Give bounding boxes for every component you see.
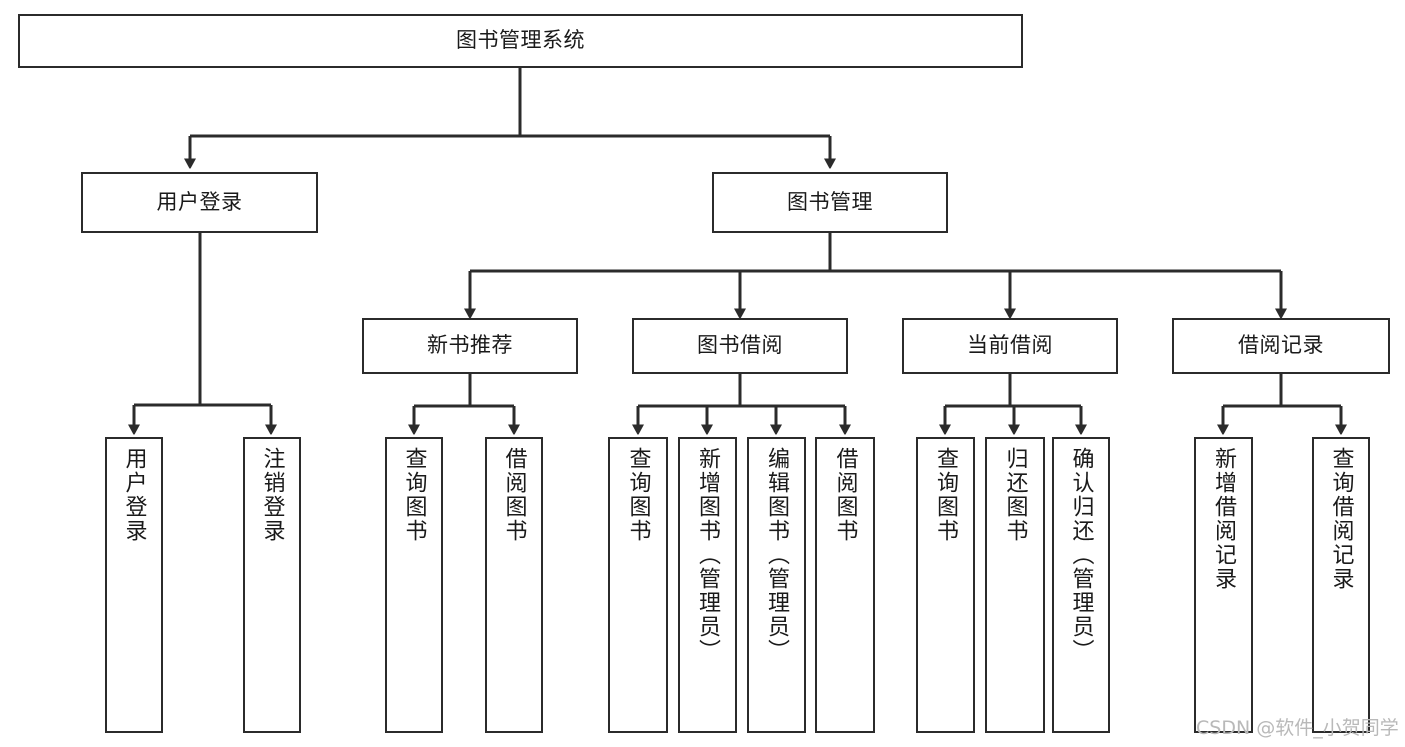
leaf-add-borrow-record-label: 新增借阅记录	[1211, 447, 1237, 591]
leaf-search-borrow-record-label: 查询借阅记录	[1328, 447, 1354, 591]
node-user-login[interactable]: 用户登录	[81, 172, 318, 233]
node-new-book-recommend-label: 新书推荐	[427, 333, 513, 358]
leaf-search-book-new-label: 查询图书	[401, 447, 427, 543]
leaf-add-borrow-record[interactable]: 新增借阅记录	[1194, 437, 1253, 733]
leaf-logout-label: 注销登录	[259, 447, 285, 543]
watermark-text: CSDN @软件_小贺同学	[1196, 717, 1399, 739]
leaf-confirm-return-admin-label: 确认归还（管理员）	[1068, 447, 1094, 663]
leaf-edit-book-admin-label: 编辑图书（管理员）	[764, 447, 790, 663]
leaf-search-book-current[interactable]: 查询图书	[916, 437, 975, 733]
leaf-search-book-borrow[interactable]: 查询图书	[608, 437, 668, 733]
leaf-search-borrow-record[interactable]: 查询借阅记录	[1312, 437, 1370, 733]
leaf-search-book-new[interactable]: 查询图书	[385, 437, 443, 733]
node-current-borrow-label: 当前借阅	[967, 333, 1053, 358]
leaf-borrow-book-new[interactable]: 借阅图书	[485, 437, 543, 733]
node-current-borrow[interactable]: 当前借阅	[902, 318, 1118, 374]
node-book-management[interactable]: 图书管理	[712, 172, 948, 233]
leaf-add-book-admin-label: 新增图书（管理员）	[695, 447, 721, 663]
node-root-label: 图书管理系统	[456, 28, 585, 53]
node-user-login-label: 用户登录	[156, 189, 243, 214]
leaf-logout[interactable]: 注销登录	[243, 437, 301, 733]
leaf-confirm-return-admin[interactable]: 确认归还（管理员）	[1052, 437, 1110, 733]
leaf-search-book-borrow-label: 查询图书	[625, 447, 651, 543]
node-borrow-records-label: 借阅记录	[1238, 333, 1324, 358]
leaf-borrow-book[interactable]: 借阅图书	[815, 437, 875, 733]
node-new-book-recommend[interactable]: 新书推荐	[362, 318, 578, 374]
leaf-return-book-label: 归还图书	[1002, 447, 1028, 543]
leaf-edit-book-admin[interactable]: 编辑图书（管理员）	[747, 437, 806, 733]
node-book-management-label: 图书管理	[787, 189, 873, 214]
node-book-borrow-label: 图书借阅	[697, 333, 783, 358]
leaf-return-book[interactable]: 归还图书	[985, 437, 1045, 733]
node-book-borrow[interactable]: 图书借阅	[632, 318, 848, 374]
leaf-search-book-current-label: 查询图书	[933, 447, 959, 543]
node-root[interactable]: 图书管理系统	[18, 14, 1023, 68]
leaf-add-book-admin[interactable]: 新增图书（管理员）	[678, 437, 737, 733]
leaf-user-login[interactable]: 用户登录	[105, 437, 163, 733]
leaf-borrow-book-new-label: 借阅图书	[501, 447, 527, 543]
leaf-user-login-label: 用户登录	[121, 447, 147, 543]
node-borrow-records[interactable]: 借阅记录	[1172, 318, 1390, 374]
leaf-borrow-book-label: 借阅图书	[832, 447, 858, 543]
